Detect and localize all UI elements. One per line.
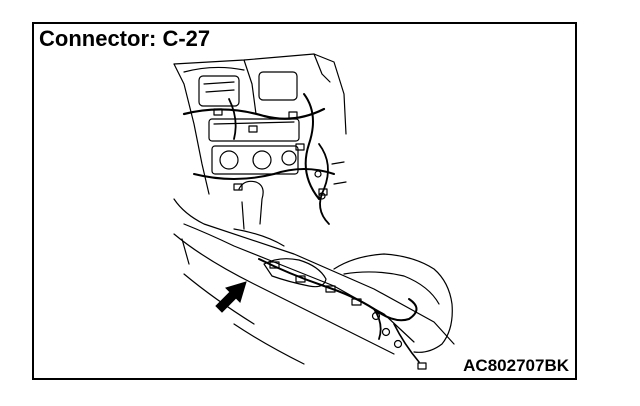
diagram-title: Connector: C-27 <box>39 26 211 51</box>
diagram-frame: Connector: C-27 AC802707BK <box>32 22 577 380</box>
figure-code: AC802707BK <box>461 356 569 376</box>
pointer-arrow <box>215 281 247 313</box>
center-console-illustration <box>173 53 455 370</box>
